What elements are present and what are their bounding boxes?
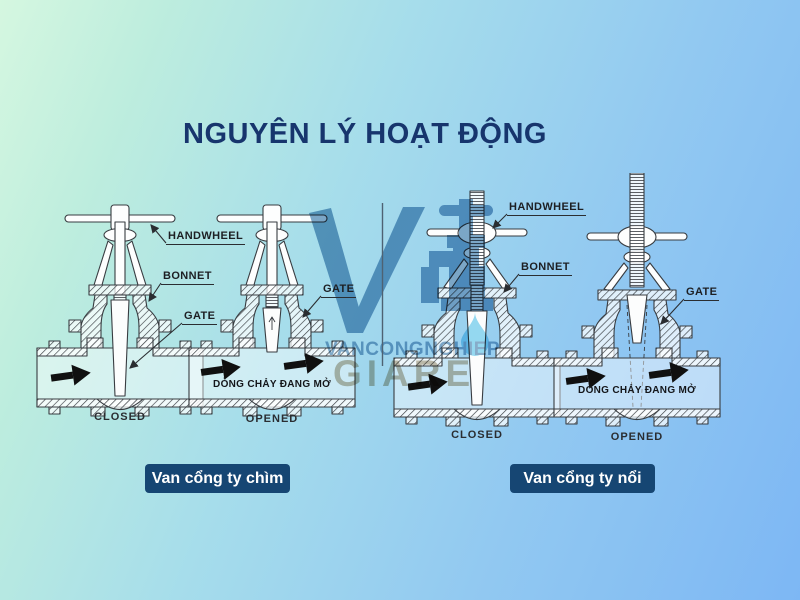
flow-state-text: DÒNG CHẢY ĐANG MỞ [213, 379, 331, 390]
valve-diagram-nonrising-closed [36, 204, 204, 417]
part-label-gate: GATE [684, 286, 720, 301]
flow-arrow-icon [283, 352, 324, 374]
state-caption-closed: CLOSED [451, 429, 503, 441]
part-label-gate: GATE [321, 283, 357, 298]
flow-arrow-icon [407, 373, 448, 395]
part-label-handwheel: HANDWHEEL [166, 230, 246, 245]
page-title: NGUYÊN LÝ HOẠT ĐỘNG [183, 118, 547, 150]
category-label-rising-stem: Van cổng ty nổi [510, 464, 655, 493]
state-caption-opened: OPENED [245, 413, 299, 425]
flow-arrow-icon [648, 361, 689, 383]
valve-diagram-nonrising-opened [188, 204, 356, 417]
part-label-gate: GATE [182, 310, 218, 325]
category-label-non-rising-stem: Van cổng ty chìm [145, 464, 290, 493]
part-label-handwheel: HANDWHEEL [507, 201, 587, 216]
flow-state-text: DÒNG CHẢY ĐANG MỞ [578, 385, 696, 396]
flow-arrow-icon [50, 364, 91, 386]
part-label-bonnet: BONNET [519, 261, 572, 276]
state-caption-closed: CLOSED [94, 411, 146, 423]
flow-arrow-icon [565, 367, 606, 389]
part-label-bonnet: BONNET [161, 270, 214, 285]
state-caption-opened: OPENED [610, 431, 664, 443]
valve-diagram-rising-opened [553, 173, 721, 427]
flow-arrow-icon [200, 358, 241, 380]
